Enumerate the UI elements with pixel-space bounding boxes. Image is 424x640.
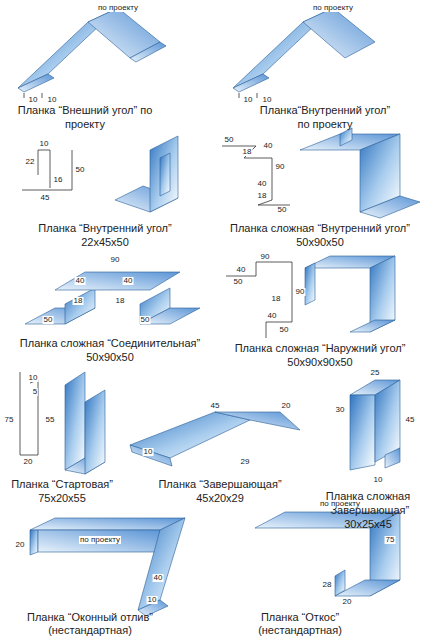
- dimension-label: 10: [39, 140, 50, 148]
- dimension-label: 10: [47, 96, 58, 104]
- dimension-label: 40: [263, 142, 274, 150]
- caption-text: Планка сложная “Внутренний угол” 50х90х5…: [223, 222, 418, 250]
- dimension-label: 10: [143, 448, 154, 456]
- caption-text: Планка“Внутренний угол” по проекту: [255, 104, 395, 132]
- dimension-label: 22: [25, 158, 36, 166]
- dimension-label: 18: [242, 148, 253, 156]
- complex-finishing-profile: [350, 380, 400, 470]
- caption-text: Планка сложная “Завершающая” 30х25х45: [318, 490, 418, 531]
- dimension-label: 50: [75, 166, 86, 174]
- dimension-label: 90: [295, 288, 306, 296]
- dimension-label: 50: [224, 136, 235, 144]
- dimension-label: 10: [147, 596, 158, 604]
- complex-internal-corner: [222, 128, 420, 218]
- caption-text: Планка сложная “Наружний угол” 50х90х90х…: [228, 342, 413, 370]
- dimension-label: 10: [28, 96, 39, 104]
- dimension-label: 45: [40, 194, 51, 202]
- dimension-label: 10: [373, 476, 384, 484]
- dimension-label: 18: [257, 192, 268, 200]
- dimension-label: 40: [236, 266, 247, 274]
- internal-corner-22x45x50: [22, 136, 178, 212]
- dimension-label: 50: [277, 206, 288, 214]
- starter-profile: [20, 372, 105, 474]
- dimension-label: 90: [110, 256, 121, 264]
- dimension-label: 40: [75, 277, 86, 285]
- dimension-label: 45: [210, 402, 221, 410]
- caption-text: Планка сложная “Соединительная” 50х90х50: [15, 337, 205, 365]
- caption-text: Планка “Стартовая” 75х20х55: [5, 478, 120, 506]
- dimension-label: 50: [140, 316, 151, 324]
- window-sill-profile: [30, 518, 185, 616]
- dimension-label: по проекту: [97, 4, 139, 12]
- dimension-label: 75: [385, 536, 396, 544]
- dimension-label: 50: [279, 326, 290, 334]
- dimension-label: 18: [73, 297, 84, 305]
- dimension-label: 40: [153, 574, 164, 582]
- caption-text: Планка “Внутренний угол” 22х45х50: [30, 222, 180, 250]
- dimension-label: 45: [405, 416, 416, 424]
- dimension-label: 40: [257, 180, 268, 188]
- dimension-label: 28: [322, 581, 333, 589]
- dimension-label: 25: [370, 369, 381, 377]
- dimension-label: 50: [43, 316, 54, 324]
- dimension-label: по проекту: [319, 500, 361, 508]
- dimension-label: 16: [53, 176, 64, 184]
- dimension-label: 10: [243, 96, 254, 104]
- finishing-profile: [130, 412, 300, 466]
- dimension-label: 20: [15, 541, 26, 549]
- complex-external-corner: [226, 256, 395, 338]
- internal-corner-profile: [233, 8, 375, 98]
- dimension-label: 55: [45, 416, 56, 424]
- dimension-label: 20: [342, 598, 353, 606]
- caption-text: Планка “Внешний угол” по проекту: [18, 104, 153, 132]
- caption-text: Планка “Оконный отлив” (нестандартная): [20, 611, 160, 639]
- dimension-label: 10: [262, 96, 273, 104]
- dimension-label: 40: [267, 312, 278, 320]
- dimension-label: 18: [115, 297, 126, 305]
- caption-text: Планка “Завершающая” 45х20х29: [150, 478, 290, 506]
- connecting-profile: [25, 272, 200, 324]
- dimension-label: 90: [275, 163, 286, 171]
- dimension-label: 20: [281, 402, 292, 410]
- dimension-label: по проекту: [79, 536, 121, 544]
- dimension-label: 18: [271, 295, 282, 303]
- dimension-label: 50: [233, 278, 244, 286]
- dimension-label: 5: [32, 388, 38, 396]
- dimension-label: 20: [23, 458, 34, 466]
- dimension-label: 30: [335, 406, 346, 414]
- caption-text: Планка “Откос” (нестандартная): [245, 611, 355, 639]
- dimension-label: 29: [240, 458, 251, 466]
- dimension-label: 75: [4, 416, 15, 424]
- dimension-label: 90: [260, 253, 271, 261]
- dimension-label: 10: [28, 374, 39, 382]
- dimension-label: по проекту: [312, 4, 354, 12]
- dimension-label: 40: [123, 277, 134, 285]
- external-corner-profile: [18, 8, 166, 98]
